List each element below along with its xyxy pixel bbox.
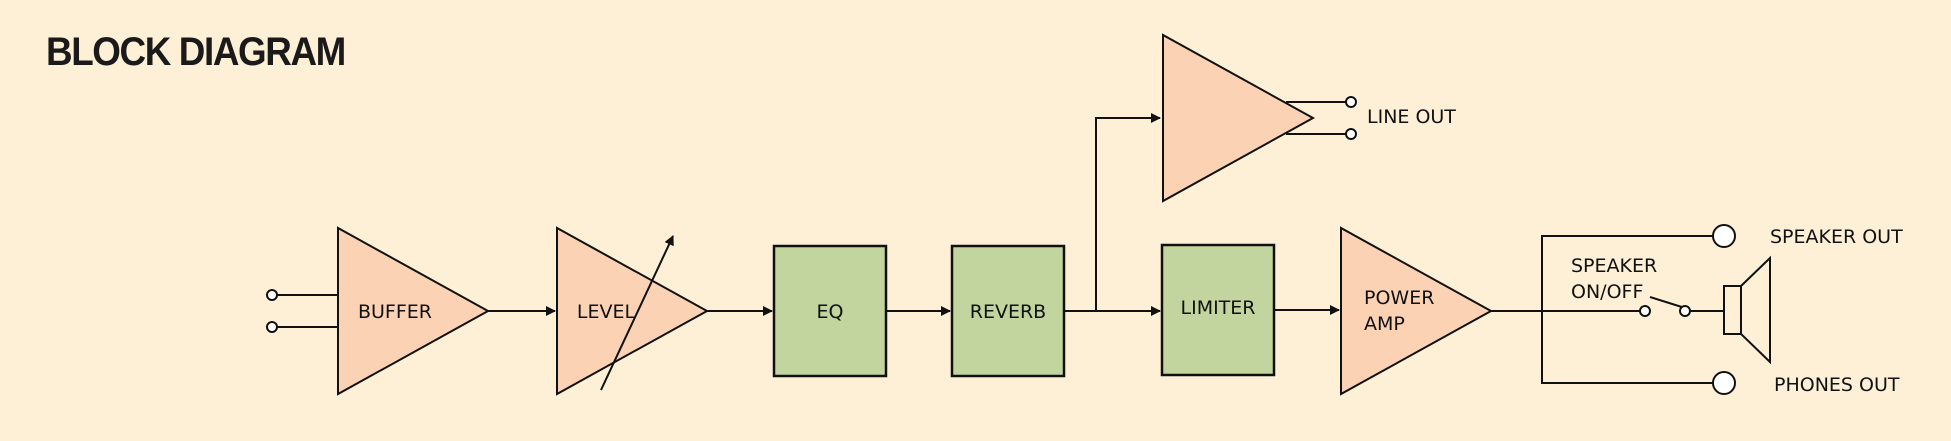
power-amp-label-line2: AMP [1364, 313, 1405, 335]
phones-out-jack [1712, 371, 1736, 395]
line-out-terminal-2 [1345, 128, 1357, 140]
level-amplifier: LEVEL [556, 226, 710, 396]
line-out-label: LINE OUT [1367, 106, 1456, 128]
phones-out-label: PHONES OUT [1774, 374, 1900, 396]
limiter-label: LIMITER [1181, 297, 1256, 319]
speaker-icon [1723, 255, 1771, 365]
switch-contact-1 [1639, 305, 1651, 317]
buffer-label: BUFFER [358, 301, 432, 323]
level-variable-arrow [600, 235, 674, 391]
power-amp-label-line1: POWER [1364, 287, 1434, 309]
input-terminal-1 [266, 289, 278, 301]
speaker-out-jack [1712, 224, 1736, 248]
line-out-amplifier: LINE OUT [1162, 33, 1456, 203]
power-amplifier: POWER AMP [1340, 226, 1494, 396]
wire-reverb-line-amp [1095, 113, 1161, 311]
reverb-label: REVERB [970, 301, 1046, 323]
buffer-amplifier: BUFFER [337, 226, 491, 396]
switch-label-line2: ON/OFF [1571, 281, 1643, 303]
page-title: BLOCK DIAGRAM [46, 30, 346, 74]
speaker-out-label: SPEAKER OUT [1770, 226, 1903, 248]
switch-label-line1: SPEAKER [1571, 255, 1657, 277]
output-wiring [1491, 235, 1724, 384]
input-terminals [266, 289, 338, 333]
line-out-terminal-1 [1345, 96, 1357, 108]
eq-block: EQ [772, 244, 888, 378]
limiter-block: LIMITER [1160, 243, 1276, 377]
eq-label: EQ [817, 301, 844, 323]
input-terminal-2 [266, 321, 278, 333]
reverb-block: REVERB [950, 244, 1066, 378]
switch-contact-2 [1679, 305, 1691, 317]
level-label: LEVEL [577, 301, 636, 323]
